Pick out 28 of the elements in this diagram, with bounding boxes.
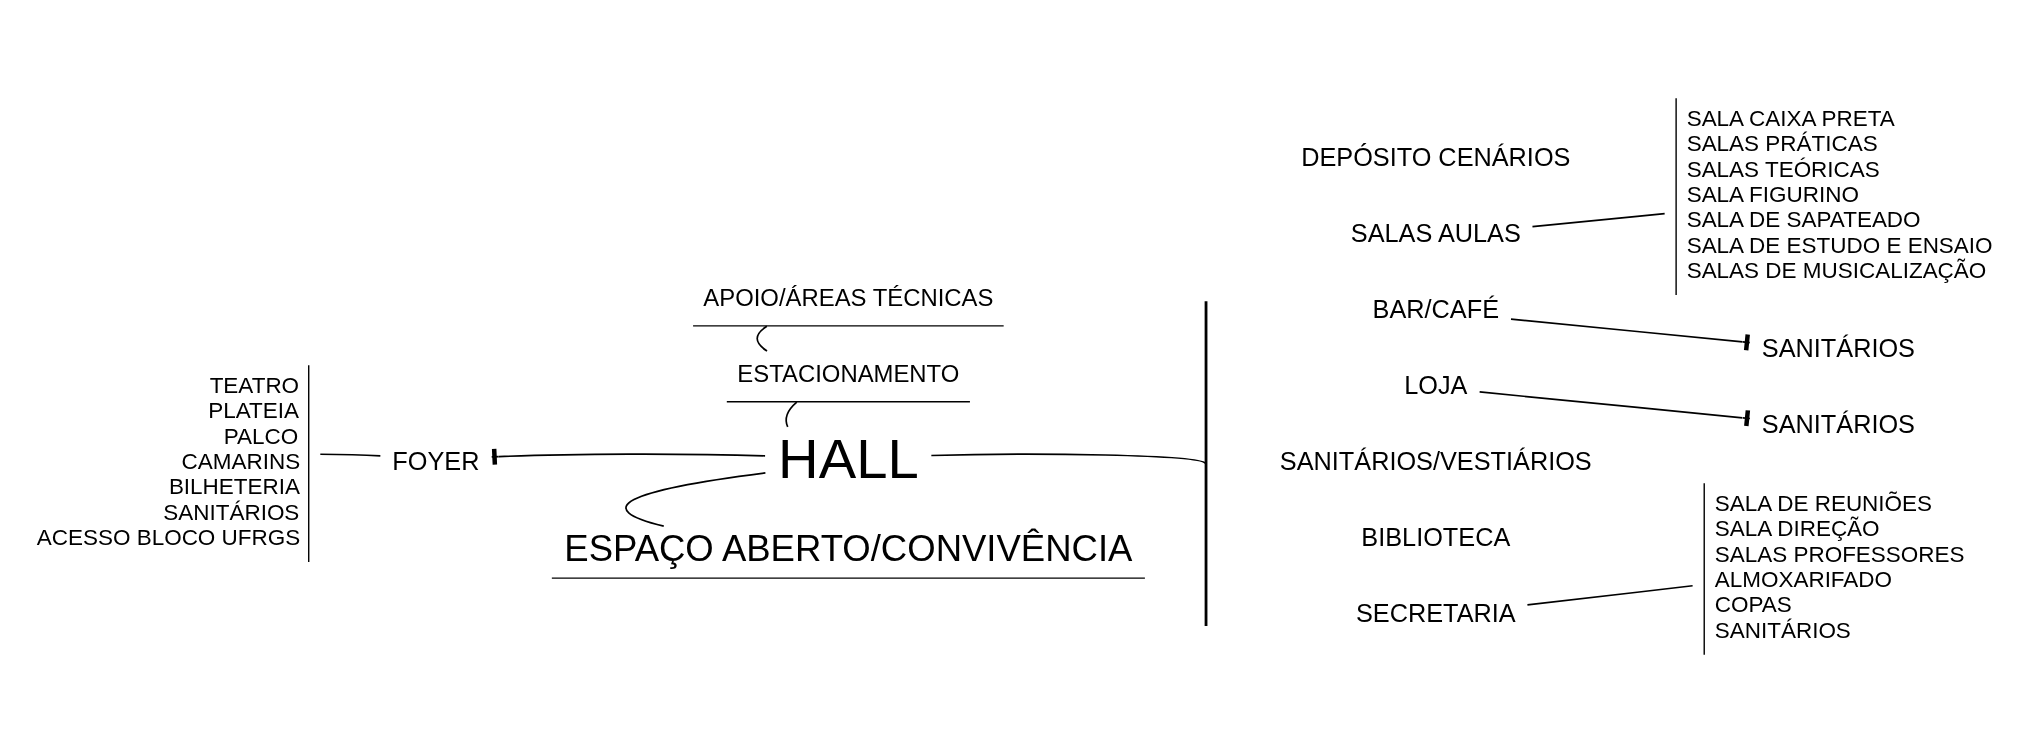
node-text: SALA CAIXA PRETA SALAS PRÁTICAS SALAS TEÓRICAS SALA FIGURINO SALA DE SAPATEADO SALA DE ESTUDO E ENSAIO SALAS DE MUSICALIZAÇÃO	[1686, 106, 1993, 283]
node-text: SANITÁRIOS/VESTIÁRIOS	[1279, 446, 1592, 475]
connector	[1510, 318, 1751, 351]
node-text: SANITÁRIOS	[1761, 410, 1915, 439]
node-text: SALA DE REUNIÕES SALA DIREÇÃO SALAS PROFESSORES ALMOXARIFADO COPAS SANITÁRIOS	[1714, 491, 1965, 643]
node-text: HALL	[778, 426, 919, 490]
node-text: BAR/CAFÉ	[1372, 295, 1500, 324]
connector	[1526, 584, 1694, 606]
node-text: TEATRO PLATEIA PALCO CAMARINS BILHETERIA SANITÁRIOS ACESSO BLOCO UFRGS	[36, 373, 301, 550]
node-text: BIBLIOTECA	[1361, 522, 1511, 551]
connector	[1478, 391, 1751, 427]
connector	[1531, 212, 1666, 228]
node-text: FOYER	[392, 446, 480, 475]
node-text: SECRETARIA	[1355, 598, 1516, 627]
node-text: LOJA	[1404, 370, 1468, 399]
connector	[490, 448, 766, 465]
connector	[930, 453, 1207, 465]
node-text: DEPÓSITO CENÁRIOS	[1301, 143, 1571, 172]
node-bar	[1204, 301, 1208, 626]
node-text: APOIO/ÁREAS TÉCNICAS	[703, 284, 994, 312]
connector	[785, 401, 798, 428]
connector	[319, 453, 382, 457]
node-text: ESTACIONAMENTO	[737, 360, 960, 388]
node-text: SANITÁRIOS	[1761, 334, 1915, 363]
connector	[625, 472, 767, 527]
connector	[756, 325, 768, 352]
node-text: ESPAÇO ABERTO/CONVIVÊNCIA	[564, 528, 1133, 570]
node-text: SALAS AULAS	[1350, 219, 1521, 248]
